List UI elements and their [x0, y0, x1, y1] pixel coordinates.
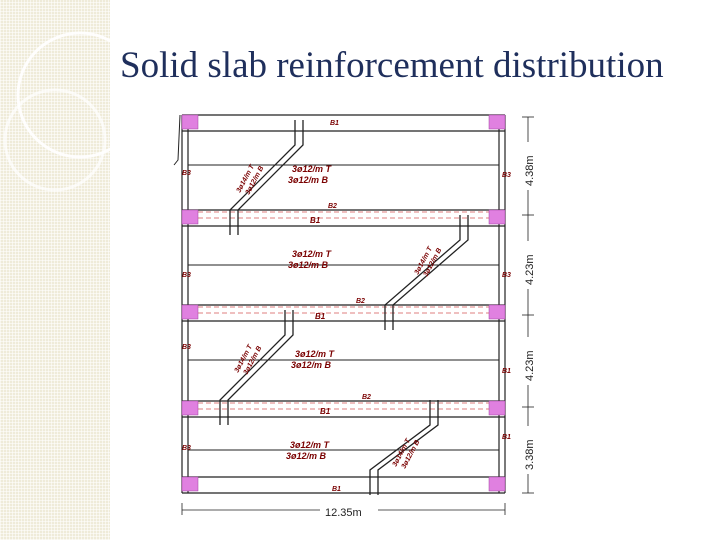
- column: [181, 209, 199, 225]
- beam-label: B3: [502, 172, 511, 179]
- beam-label: B1: [330, 120, 339, 127]
- beam-label: B1: [502, 434, 511, 441]
- cranked-bar: [227, 310, 294, 425]
- beam-label: B3: [182, 272, 191, 279]
- bar-label: 3ø12/m B: [291, 360, 332, 370]
- beam-label: B3: [182, 170, 191, 177]
- beam-label: B1: [320, 407, 331, 416]
- beam-label: B2: [362, 394, 371, 401]
- column: [488, 400, 506, 416]
- cranked-bar: [237, 120, 304, 235]
- decorative-circles: [3, 31, 144, 192]
- bar-label: 3ø12/m T: [292, 164, 333, 174]
- bar-label: 3ø12/m B: [286, 451, 327, 461]
- dimension-label: 12.35m: [325, 507, 362, 519]
- column: [488, 209, 506, 225]
- column: [181, 114, 199, 130]
- cranked-bar: [369, 400, 431, 495]
- beam-label: B1: [332, 486, 341, 493]
- bar-label: 3ø12/m T: [292, 249, 333, 259]
- span-dimension-label: 4.23m: [524, 254, 536, 285]
- beam-label: B1: [315, 312, 326, 321]
- span-dimension-label: 4.38m: [524, 155, 536, 186]
- cranked-bar: [392, 215, 469, 330]
- page-title: Solid slab reinforcement distribution: [120, 45, 664, 86]
- beam-label: B3: [182, 344, 191, 351]
- beam-label: B2: [328, 203, 337, 210]
- dimension-label-bg: [522, 142, 534, 190]
- beam-label: B3: [182, 445, 191, 452]
- beam-label: B2: [356, 298, 365, 305]
- bar-label: 3ø12/m T: [295, 349, 336, 359]
- bar-label: 3ø12/m T: [290, 440, 331, 450]
- column: [488, 476, 506, 492]
- column: [181, 400, 199, 416]
- dimension-label-bg: [320, 505, 378, 519]
- cranked-bar: [377, 400, 439, 495]
- span-dimension-label: 4.23m: [524, 350, 536, 381]
- corner-stub: [173, 114, 181, 166]
- cranked-bar: [229, 120, 296, 235]
- dimension-label-bg: [522, 426, 534, 474]
- beam-label: B1: [310, 216, 321, 225]
- dimension-label-bg: [522, 241, 534, 289]
- column: [488, 304, 506, 320]
- beam-label: B1: [502, 368, 511, 375]
- bar-label: 3ø12/m B: [288, 260, 329, 270]
- cranked-bar: [219, 310, 286, 425]
- bar-label: 3ø12/m B: [288, 175, 329, 185]
- span-dimension-label: 3.38m: [524, 439, 536, 470]
- cranked-bar: [384, 215, 461, 330]
- column: [488, 114, 506, 130]
- beam-label: B3: [502, 272, 511, 279]
- column: [181, 304, 199, 320]
- dimension-label-bg: [522, 337, 534, 385]
- column: [181, 476, 199, 492]
